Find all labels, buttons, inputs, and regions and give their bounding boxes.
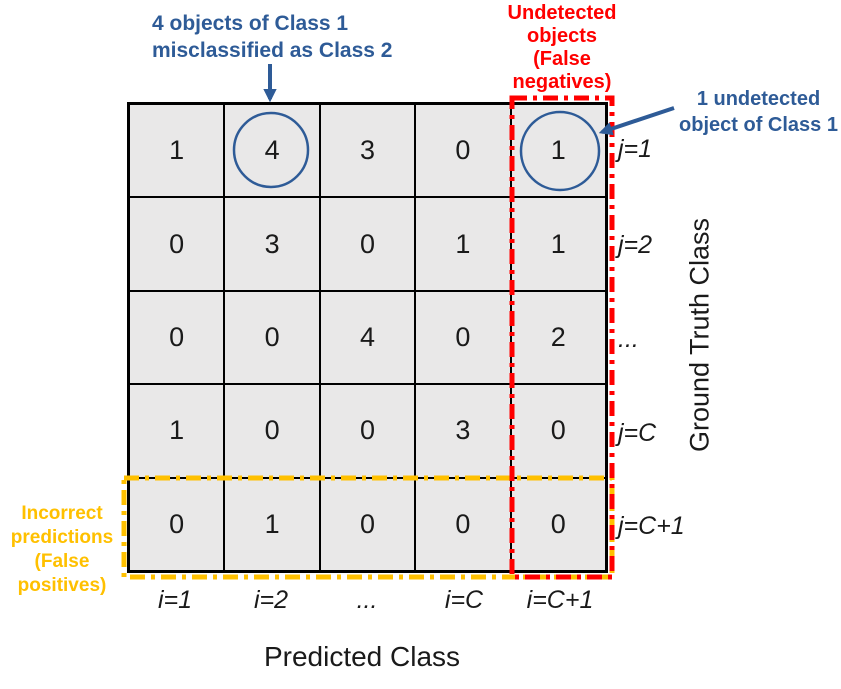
matrix-cell: 0 [224,384,320,478]
matrix-cell: 1 [415,197,511,291]
row-label-jC: j=C [618,418,657,447]
annotation-misclassified-line1: 4 objects of Class 1 [152,12,349,35]
annotation-false-positives-line2: predictions [10,527,114,548]
matrix-cell-circled-undetected: 1 [510,104,606,198]
matrix-cell: 0 [510,384,606,478]
matrix-cell: 3 [319,104,416,198]
row-label-j1: j=1 [618,134,653,163]
matrix-cell-circled-misclassified: 4 [224,104,320,198]
matrix-cell: 0 [319,384,416,478]
col-label-iC: i=C [444,585,484,614]
col-label-i2: i=2 [253,585,289,614]
row-label-j2: j=2 [618,230,653,259]
y-axis-title: Ground Truth Class [684,217,715,453]
col-label-iC1: i=C+1 [526,585,594,614]
matrix-cell: 3 [415,384,511,478]
confusion-matrix-grid: 1 4 3 0 1 0 3 0 1 1 0 0 4 0 2 1 0 0 3 0 … [127,102,608,573]
matrix-cell: 0 [319,197,416,291]
matrix-cell: 1 [129,384,225,478]
annotation-false-positives-line4: positives) [17,575,107,596]
matrix-cell: 0 [129,290,225,385]
annotation-misclassified: 4 objects of Class 1 misclassified as Cl… [152,10,393,64]
row-label-ellipsis: ... [618,324,639,353]
matrix-cell: 3 [224,197,320,291]
annotation-false-positives: Incorrect predictions (False positives) [0,502,124,598]
annotation-false-positives-line1: Incorrect [21,503,103,524]
annotation-false-negatives-line1: Undetected [507,2,617,24]
annotation-undetected-line2: object of Class 1 [679,114,838,136]
annotation-false-negatives-line2: objects [526,25,598,47]
matrix-cell: 1 [510,197,606,291]
x-axis-title: Predicted Class [263,641,461,672]
matrix-cell: 0 [415,290,511,385]
row-label-jC1: j=C+1 [618,511,685,540]
matrix-cell: 0 [415,477,511,571]
matrix-cell: 4 [319,290,416,385]
col-label-ellipsis: ... [356,585,378,614]
matrix-cell: 1 [129,104,225,198]
annotation-false-negatives: Undetected objects (False negatives) [498,2,626,94]
annotation-false-negatives-line3: (False [533,48,591,70]
col-label-i1: i=1 [157,585,193,614]
matrix-cell: 0 [129,477,225,571]
matrix-cell: 0 [415,104,511,198]
matrix-cell: 0 [510,477,606,571]
annotation-false-positives-line3: (False [34,551,90,572]
matrix-cell: 2 [510,290,606,385]
matrix-cell: 0 [319,477,416,571]
matrix-cell: 1 [224,477,320,571]
matrix-cell: 0 [224,290,320,385]
matrix-cell: 0 [129,197,225,291]
annotation-undetected-object: 1 undetected object of Class 1 [676,86,841,138]
annotation-false-negatives-line4: negatives) [512,71,612,93]
annotation-undetected-line1: 1 undetected [696,88,821,110]
annotation-misclassified-line2: misclassified as Class 2 [152,39,393,62]
